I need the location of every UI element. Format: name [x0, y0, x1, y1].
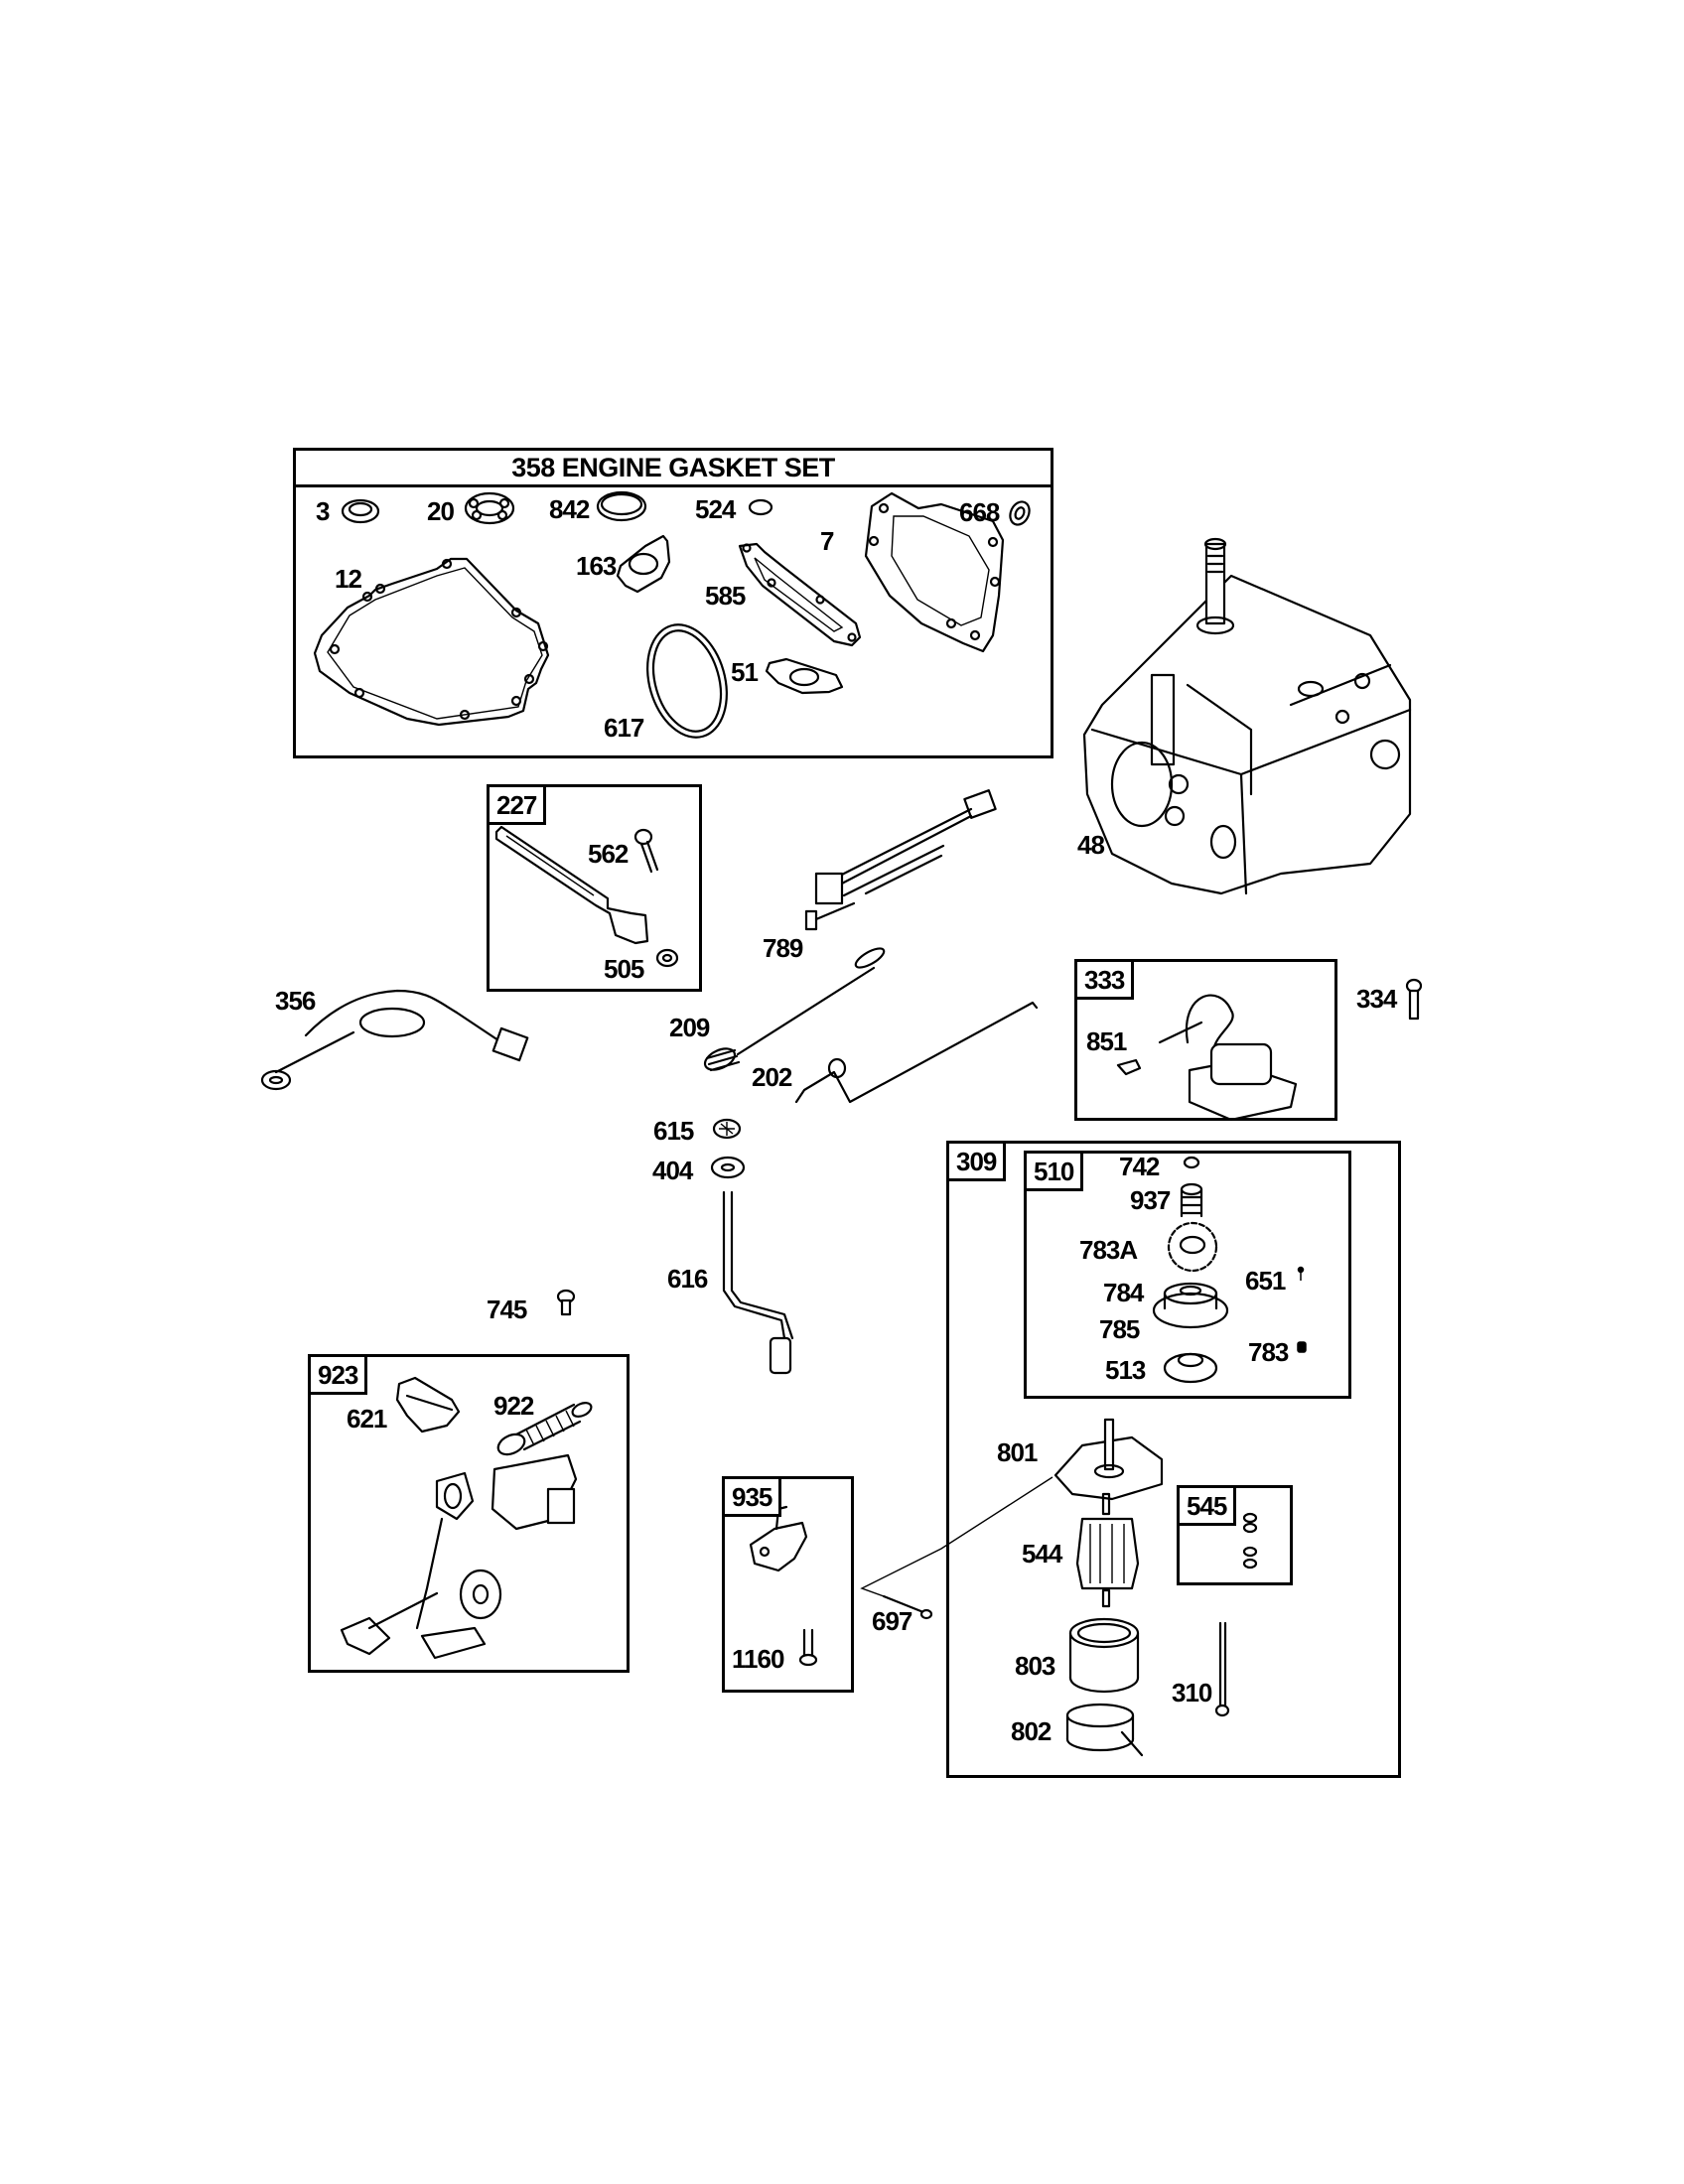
part-label-617: 617: [604, 713, 644, 743]
part-label-202: 202: [752, 1062, 792, 1092]
kit-923: 923: [308, 1354, 630, 1673]
kit-number-309: 309: [946, 1141, 1007, 1181]
spring-209-icon: [702, 945, 887, 1074]
part-label-801: 801: [997, 1437, 1038, 1467]
part-label-922: 922: [493, 1391, 534, 1421]
kit-number-545: 545: [1177, 1485, 1237, 1526]
part-label-1160: 1160: [732, 1644, 784, 1674]
bolt-334-icon: [1407, 980, 1421, 1019]
kit-number-333: 333: [1074, 959, 1135, 1000]
part-label-310: 310: [1172, 1678, 1212, 1707]
part-label-621: 621: [347, 1404, 387, 1433]
part-label-615: 615: [653, 1116, 694, 1146]
part-label-209: 209: [669, 1013, 710, 1042]
kit-309: 309: [946, 1141, 1401, 1778]
part-label-783A: 783A: [1079, 1235, 1138, 1265]
part-label-937: 937: [1130, 1185, 1171, 1215]
part-label-697: 697: [872, 1606, 912, 1636]
kit-number-923: 923: [308, 1354, 368, 1395]
part-label-513: 513: [1105, 1355, 1146, 1385]
harness-789-icon: [806, 790, 996, 929]
part-label-7: 7: [820, 526, 835, 556]
kit-545: 545: [1177, 1485, 1293, 1585]
gasket-set-title: 358 ENGINE GASKET SET: [296, 451, 1051, 487]
part-label-12: 12: [335, 564, 362, 594]
part-label-668: 668: [959, 497, 1000, 527]
part-label-842: 842: [549, 494, 590, 524]
part-label-562: 562: [588, 839, 629, 869]
kit-358-engine-gasket-set: 358 ENGINE GASKET SET: [293, 448, 1053, 758]
link-202-icon: [796, 1003, 1037, 1102]
part-label-651: 651: [1245, 1266, 1286, 1296]
part-label-20: 20: [427, 496, 455, 526]
part-label-3: 3: [316, 496, 331, 526]
part-label-51: 51: [731, 657, 759, 687]
washer-404-icon: [712, 1158, 744, 1177]
retainer-615-icon: [714, 1120, 740, 1138]
part-label-851: 851: [1086, 1026, 1127, 1056]
part-label-404: 404: [652, 1156, 693, 1185]
part-label-803: 803: [1015, 1651, 1055, 1681]
screw-745-icon: [558, 1291, 574, 1314]
part-label-785: 785: [1099, 1314, 1140, 1344]
part-label-544: 544: [1022, 1539, 1062, 1569]
part-label-356: 356: [275, 986, 316, 1016]
part-label-334: 334: [1356, 984, 1397, 1014]
part-label-505: 505: [604, 954, 644, 984]
part-label-163: 163: [576, 551, 617, 581]
kit-510: 510: [1024, 1151, 1351, 1399]
part-label-784: 784: [1103, 1278, 1144, 1307]
kit-number-227: 227: [487, 784, 547, 825]
part-label-585: 585: [705, 581, 746, 611]
part-label-48: 48: [1077, 830, 1105, 860]
crankcase-48-icon: [1084, 539, 1410, 893]
part-label-745: 745: [487, 1295, 527, 1324]
kit-number-510: 510: [1024, 1151, 1084, 1191]
part-label-802: 802: [1011, 1716, 1052, 1746]
kit-333: 333: [1074, 959, 1337, 1121]
shaft-616-icon: [724, 1192, 792, 1373]
kit-935: 935: [722, 1476, 854, 1693]
part-label-742: 742: [1119, 1152, 1160, 1181]
kit-number-935: 935: [722, 1476, 782, 1517]
part-label-789: 789: [763, 933, 803, 963]
kit-227: 227: [487, 784, 702, 992]
part-label-616: 616: [667, 1264, 708, 1294]
part-label-783: 783: [1248, 1337, 1289, 1367]
part-label-524: 524: [695, 494, 736, 524]
